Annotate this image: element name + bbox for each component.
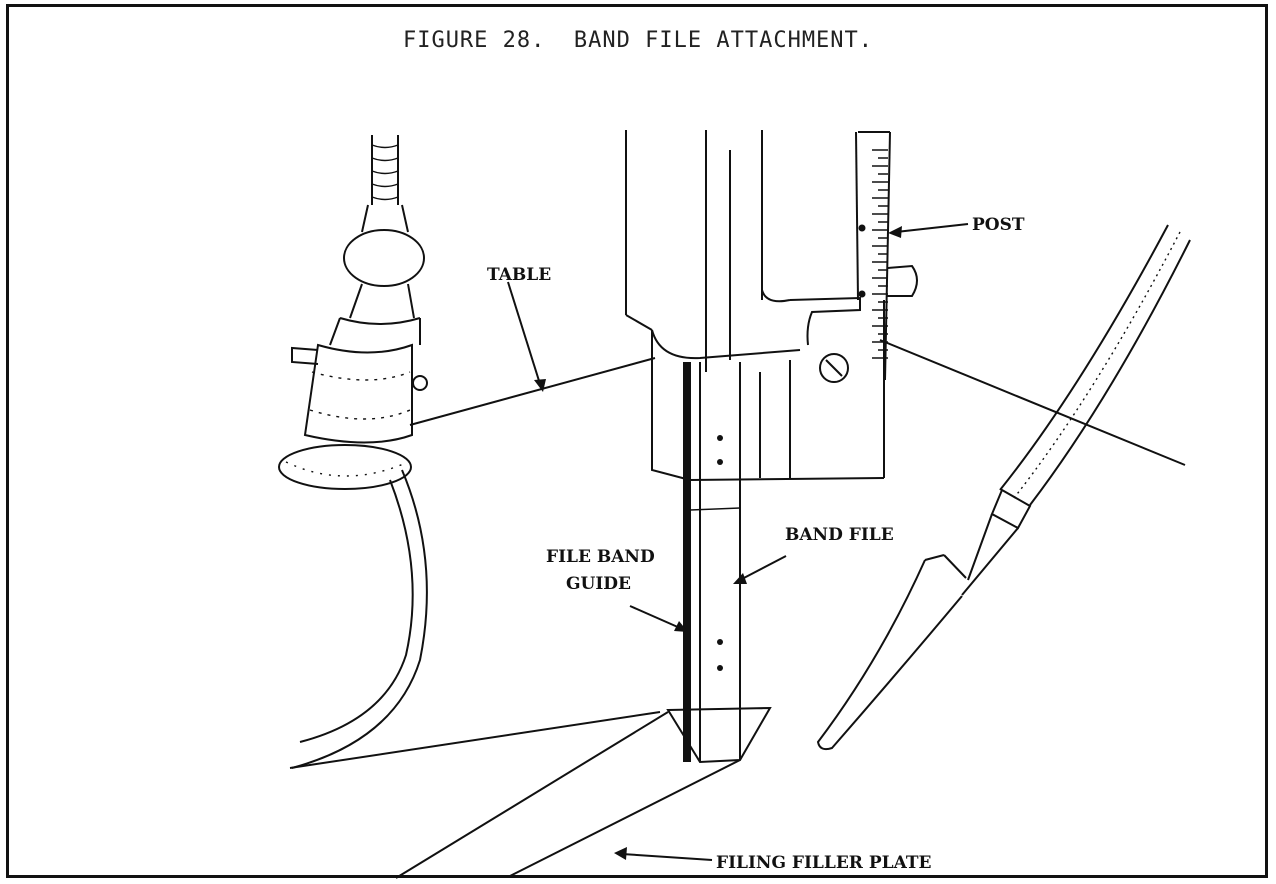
figure-title: FIGURE 28. BAND FILE ATTACHMENT. bbox=[402, 28, 874, 53]
band-file-label: BAND FILE bbox=[785, 525, 894, 545]
figure-frame bbox=[6, 4, 1268, 878]
filing-filler-plate bbox=[289, 706, 772, 879]
band-file bbox=[683, 362, 741, 762]
table-label: TABLE bbox=[487, 265, 551, 285]
filing-filler-plate-label: FILING FILLER PLATE bbox=[716, 853, 931, 873]
table-edge bbox=[409, 339, 1186, 466]
post-housing bbox=[625, 130, 918, 481]
callout-arrows bbox=[507, 223, 969, 861]
file-band-guide-label-line2: GUIDE bbox=[566, 574, 631, 594]
post-label: POST bbox=[972, 215, 1025, 235]
coolant-hose bbox=[816, 224, 1191, 751]
air-nozzle-assembly bbox=[278, 135, 428, 769]
file-band-guide-label-line1: FILE BAND bbox=[546, 547, 655, 567]
